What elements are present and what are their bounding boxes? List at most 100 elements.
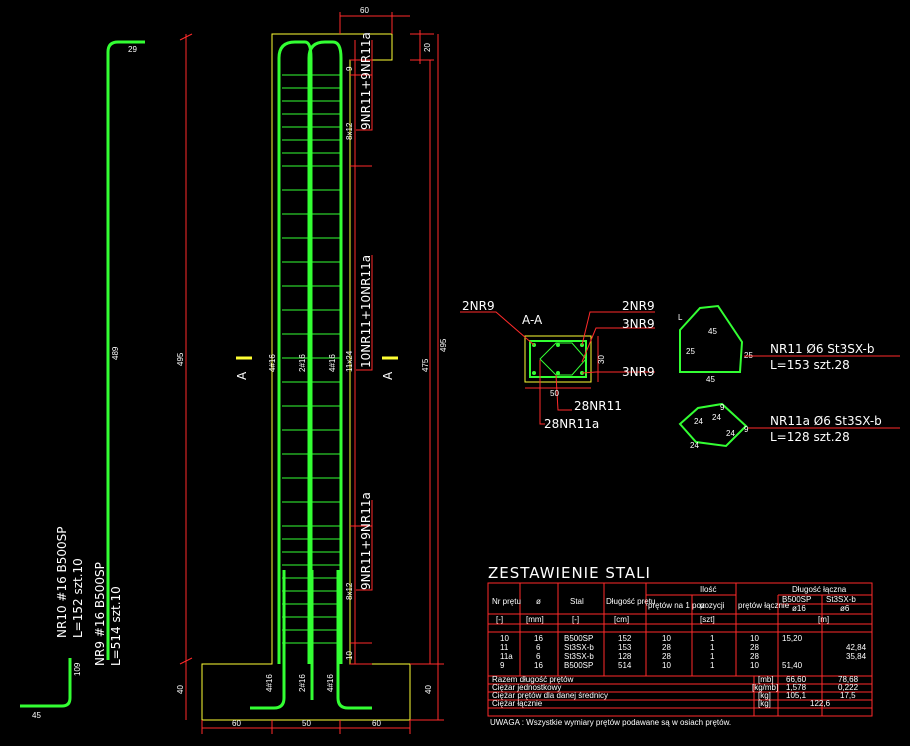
- cell: 28: [662, 643, 671, 652]
- cell: 1: [710, 634, 715, 643]
- column-bars-left: 4#16: [268, 354, 277, 372]
- cell: B500SP: [564, 634, 593, 643]
- stirrup-callout-lines: [356, 40, 373, 591]
- tu-dash2: [-]: [572, 615, 579, 624]
- nr11a-dim-1: 24: [694, 417, 703, 426]
- th-fi16: ø16: [792, 604, 806, 613]
- cell: 35,84: [846, 652, 867, 661]
- sum-unit: [kg/mb]: [752, 683, 778, 692]
- base-dim-3: 60: [372, 719, 381, 728]
- base-height-right: 40: [424, 685, 433, 694]
- column-dim-8x12-top: 8x12: [345, 122, 354, 140]
- nr10-code: NR10 #16 B500SP: [55, 526, 69, 638]
- nr9-length: L=514 szt.10: [109, 586, 123, 666]
- tu-mm: [mm]: [526, 615, 544, 624]
- column-bars-right: 4#16: [328, 354, 337, 372]
- cell: 1: [710, 652, 715, 661]
- sum-val: 66,60: [786, 675, 807, 684]
- cell: 11: [500, 643, 509, 652]
- cell: 9: [500, 661, 505, 670]
- section-label-28nr11: 28NR11: [574, 399, 622, 413]
- th-nr: Nr prętu: [492, 597, 521, 606]
- cell: 28: [662, 652, 671, 661]
- table-title: ZESTAWIENIE STALI: [488, 564, 651, 582]
- sum-val: 1,578: [786, 683, 807, 692]
- column-dim-475: 475: [421, 358, 430, 372]
- cell: 42,84: [846, 643, 867, 652]
- section-marker-right: A: [381, 356, 398, 380]
- base-bars-left: 4#16: [265, 674, 274, 692]
- column-dim-top: [339, 12, 434, 64]
- th-dlug: Długość prętu: [606, 597, 655, 606]
- base-dim-1: 60: [232, 719, 241, 728]
- nr11a-dim-2: 24: [712, 413, 721, 422]
- section-label-3nr9-bottom: 3NR9: [622, 365, 655, 379]
- cell: 1: [710, 661, 715, 670]
- th-poz: pozycji: [700, 601, 725, 610]
- base-dims: [201, 720, 411, 734]
- section-dim-width: 50: [550, 389, 559, 398]
- section-marker-left-text: A: [235, 371, 249, 380]
- cell: 128: [618, 652, 632, 661]
- sum-val: 0,222: [838, 683, 859, 692]
- nr11-dim-l: L: [678, 313, 683, 322]
- left-bar-nr10: [20, 658, 72, 708]
- shape-nr11a: [678, 402, 748, 448]
- table-data-rows: 10 16 B500SP 152 10 1 10 15,20 11 6 St3S…: [500, 634, 867, 670]
- section-leaders: [460, 311, 655, 425]
- cell: 6: [536, 643, 541, 652]
- left-bar-dim-height: 489: [111, 346, 120, 360]
- stirrups-top-label: 9NR11+9NR11a: [359, 32, 373, 130]
- sum-unit: [mb]: [758, 675, 774, 684]
- section-marker-left: A: [235, 356, 252, 380]
- base-bars-right: 4#16: [326, 674, 335, 692]
- cell: B500SP: [564, 661, 593, 670]
- sum-label: Ciężar jednostkowy: [492, 683, 561, 692]
- th-fi: ø: [536, 597, 541, 606]
- cell: St3SX-b: [564, 643, 594, 652]
- nr11a-dim-4: 9: [744, 425, 749, 434]
- section-label-2nr9-left: 2NR9: [462, 299, 495, 313]
- cell: 514: [618, 661, 632, 670]
- nr11-code: NR11 Ø6 St3SX-b: [770, 342, 874, 356]
- sum-label: Razem długość prętów: [492, 675, 574, 684]
- nr11-dim-25-left: 25: [686, 347, 695, 356]
- sum-val: 105,1: [786, 691, 807, 700]
- section-dim-height: 30: [597, 355, 606, 364]
- section-label-28nr11a: 28NR11a: [544, 417, 599, 431]
- column-starter-bars: [250, 570, 372, 710]
- cell: 10: [500, 634, 509, 643]
- column-main-bars: [277, 40, 343, 664]
- base-height-left: 40: [176, 685, 185, 694]
- sum-val: 17,5: [840, 691, 856, 700]
- cell: 10: [662, 661, 671, 670]
- sum-val: 78,68: [838, 675, 859, 684]
- tu-dash1: [-]: [496, 615, 503, 624]
- column-dim-left-text: 495: [176, 352, 185, 366]
- th-st3: St3SX-b: [826, 595, 856, 604]
- steel-table: [487, 582, 873, 717]
- nr11a-dim-5: 9: [720, 403, 725, 412]
- column-dim-11x24: 11x24: [345, 350, 354, 372]
- section-outline: [524, 335, 592, 383]
- column-dim-9: 9: [345, 66, 354, 71]
- cell: St3SX-b: [564, 652, 594, 661]
- cell: 16: [534, 661, 543, 670]
- table-summary-rows: Razem długość prętów [mb] 66,60 78,68 Ci…: [492, 675, 859, 708]
- column-dim-spacing: [350, 40, 372, 665]
- column-dim-top-20: 20: [423, 43, 432, 52]
- column-dim-10: 10: [345, 651, 354, 660]
- th-ilosc: Ilość: [700, 585, 716, 594]
- left-bar-dim-top: 29: [128, 45, 137, 54]
- cell: 152: [618, 634, 632, 643]
- stirrups-mid-label: 10NR11+10NR11a: [359, 255, 373, 368]
- tu-m: [m]: [818, 615, 829, 624]
- th-na1: prętów na 1 poz: [648, 601, 705, 610]
- th-fi6: ø6: [840, 604, 850, 613]
- table-note: UWAGA : Wszystkie wymiary prętów podawan…: [490, 718, 731, 727]
- stirrups-bottom-label: 9NR11+9NR11a: [359, 492, 373, 590]
- sum-label: Ciężar prętów dla danej średnicy: [492, 691, 608, 700]
- cell: 16: [534, 634, 543, 643]
- nr11a-dim-6: 24: [690, 441, 699, 450]
